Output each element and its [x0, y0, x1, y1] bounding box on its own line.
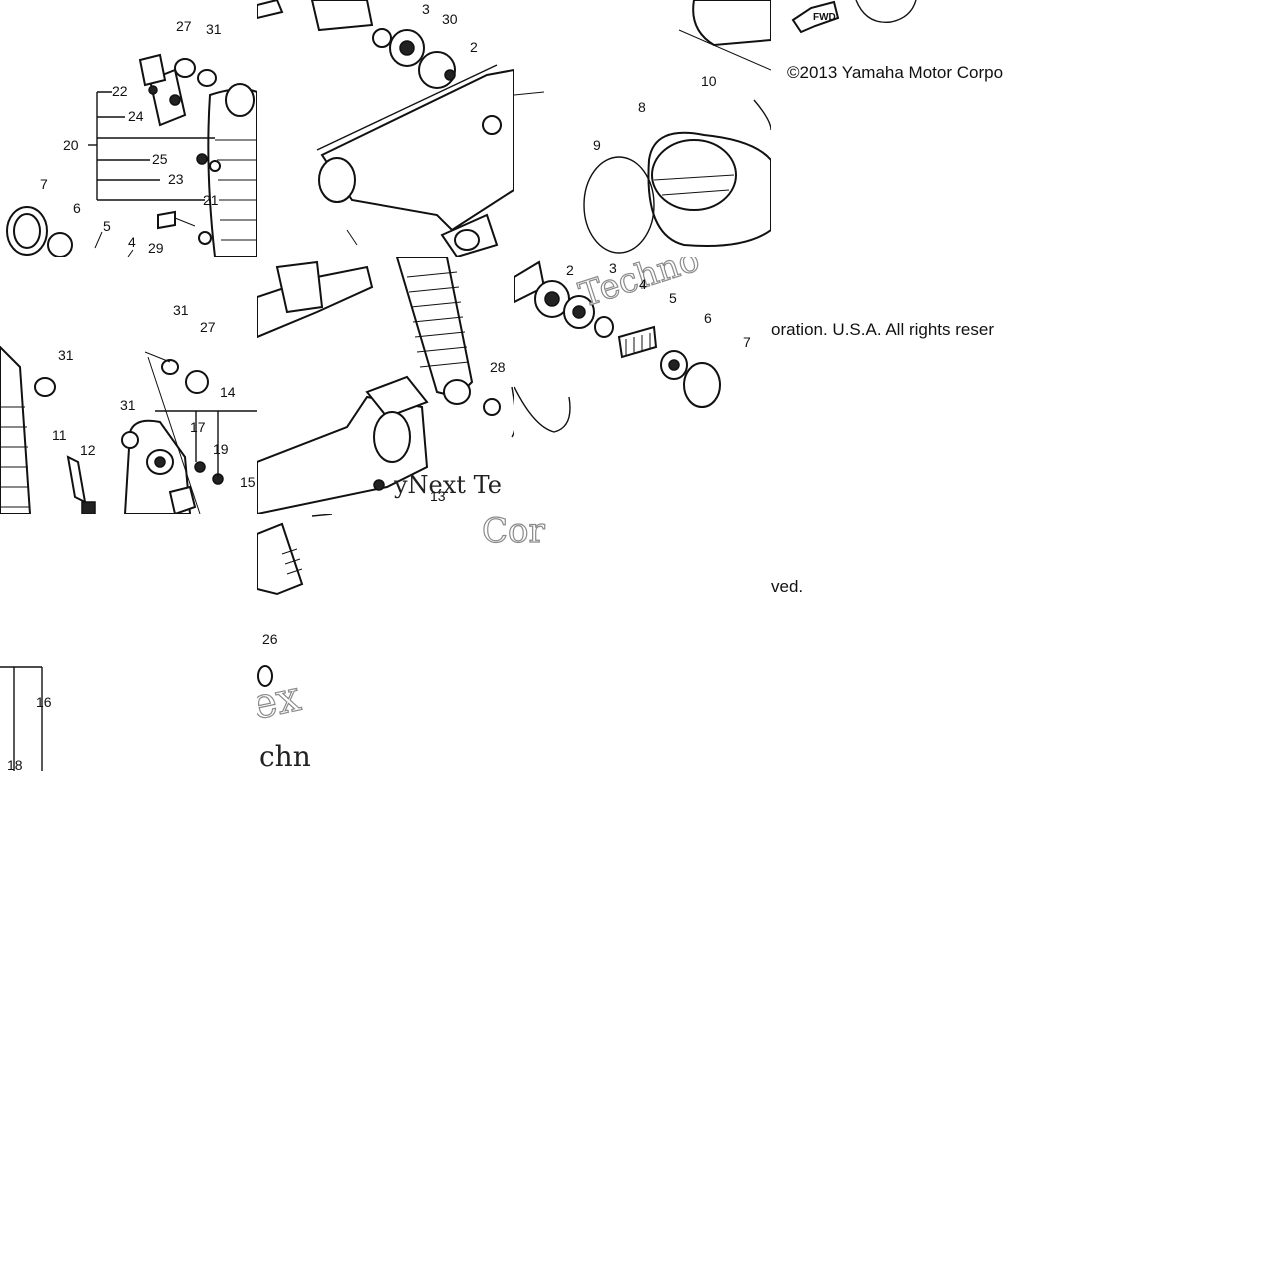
- callout-label: 31: [206, 21, 222, 37]
- callouts-middle-right: Techno 2 3 4 5 6 7: [566, 257, 751, 350]
- copyright-line-1: ©2013 Yamaha Motor Corpo: [787, 63, 1004, 82]
- shock-lower-bracket-drawing: [0, 666, 43, 771]
- callouts-middle-center: yNext Te 13 28: [393, 359, 506, 504]
- callout-label: 22: [112, 83, 128, 99]
- diagram-tile-watermark-strip: Cor: [312, 514, 570, 544]
- callout-label: 7: [40, 176, 48, 192]
- callout-label: 26: [262, 631, 278, 647]
- callout-label: 31: [120, 397, 136, 413]
- fwd-arrow-drawing: FWD: [791, 0, 917, 34]
- rear-shock-drawing: [0, 345, 257, 514]
- callout-label: 28: [490, 359, 506, 375]
- callout-label: 13: [430, 488, 446, 504]
- callout-label: 11: [52, 427, 67, 443]
- callouts-top-right: 10 8 9: [593, 73, 717, 153]
- watermark-text-1: yNext Te: [393, 471, 502, 499]
- callout-label: 27: [200, 319, 216, 335]
- diagram-tile-middle-left: 31 27 31 31 14 11 12 17 19 15: [0, 257, 257, 514]
- swingarm-end-drawing: 26 ex chn: [257, 522, 311, 771]
- callout-label: 3: [422, 1, 430, 17]
- callout-label: 9: [593, 137, 601, 153]
- callout-label: 17: [190, 419, 206, 435]
- callout-label: 25: [152, 151, 168, 167]
- svg-text:Cor: Cor: [482, 514, 545, 544]
- diagram-tile-top-center: 3 30 2: [257, 0, 514, 257]
- watermark-text-3: ex: [257, 671, 305, 729]
- diagram-tile-top-right: 10 8 9: [514, 0, 771, 257]
- callout-label: 21: [203, 192, 219, 208]
- shock-mount-drawing: [6, 53, 257, 257]
- callout-label: 15: [240, 474, 256, 490]
- callout-label: 20: [63, 137, 79, 153]
- swingarm-pivot-drawing: [257, 0, 514, 257]
- callout-label: 23: [168, 171, 184, 187]
- bearing-stack-drawing: [514, 260, 721, 433]
- callout-label: 12: [80, 442, 96, 458]
- callout-label: 19: [213, 441, 229, 457]
- callout-label: 2: [566, 262, 574, 278]
- swingarm-arm-drawing: [257, 257, 514, 514]
- diagram-tile-bottom-left: 16 18: [0, 514, 257, 771]
- callouts-middle-left: 31 27 31 31 14 11 12 17 19 15: [52, 302, 256, 490]
- callout-label: 31: [58, 347, 74, 363]
- callouts-top-center: 3 30 2: [422, 1, 478, 55]
- callout-label: 31: [173, 302, 189, 318]
- callout-label: 4: [639, 276, 647, 292]
- callout-label: 30: [442, 11, 458, 27]
- diagram-tile-middle-right: Techno 2 3 4 5 6 7: [514, 257, 771, 514]
- copyright-line-3: ved.: [771, 577, 804, 596]
- final-drive-housing-drawing: [514, 0, 771, 254]
- callout-label: 3: [609, 260, 617, 276]
- callout-label: 29: [148, 240, 164, 256]
- copyright-line-2: oration. U.S.A. All rights reser: [771, 320, 994, 339]
- callout-label: 7: [743, 334, 751, 350]
- diagram-tile-middle-center: yNext Te 13 28: [257, 257, 514, 514]
- fwd-label: FWD: [813, 12, 836, 23]
- callout-label: 5: [669, 290, 677, 306]
- callout-label: 10: [701, 73, 717, 89]
- diagram-tile-bottom-center: 26 ex chn: [257, 514, 312, 771]
- callout-label: 16: [36, 694, 52, 710]
- callout-label: 2: [470, 39, 478, 55]
- callouts-bottom-left: 16 18: [7, 694, 52, 771]
- callout-label: 8: [638, 99, 646, 115]
- callout-label: 24: [128, 108, 144, 124]
- callouts-top-left: 27 31 22 24 20 25 23 21 7 6 5 4 29: [40, 18, 222, 256]
- diagram-tile-top-left: 27 31 22 24 20 25 23 21 7 6 5 4 29: [0, 0, 257, 257]
- callout-label: 6: [73, 200, 81, 216]
- callout-label: 6: [704, 310, 712, 326]
- callout-label: 27: [176, 18, 192, 34]
- callout-label: 5: [103, 218, 111, 234]
- callout-label: 18: [7, 757, 23, 771]
- watermark-text-4: chn: [259, 740, 311, 771]
- diagram-tile-top-far-right: FWD: [771, 0, 931, 40]
- callout-label: 14: [220, 384, 236, 400]
- callout-label: 4: [128, 234, 136, 250]
- watermark-fragment: Cor: [312, 514, 546, 544]
